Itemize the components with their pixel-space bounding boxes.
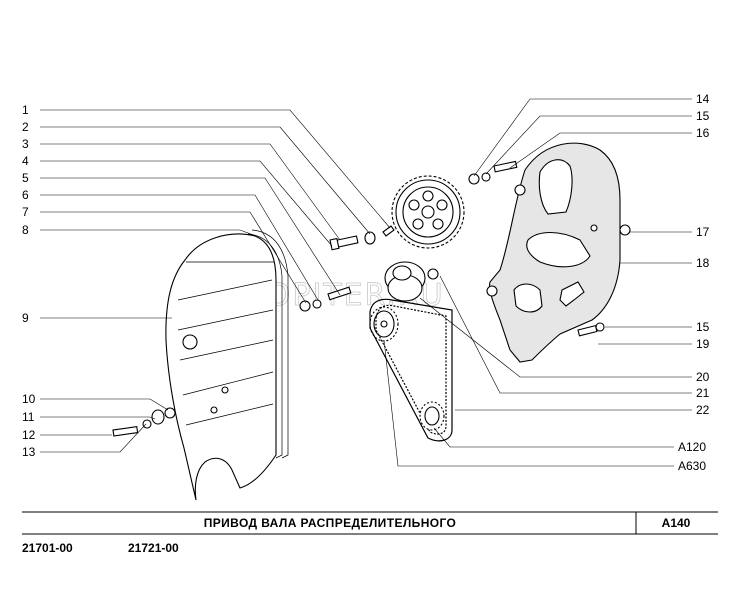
crankshaft-pulley — [369, 306, 399, 342]
callout-7: 7 — [22, 205, 29, 219]
callout-5: 5 — [22, 171, 29, 185]
callout-14: 14 — [696, 92, 710, 106]
callout-6: 6 — [22, 188, 29, 202]
callout-2: 2 — [22, 120, 29, 134]
leader-lines-left — [40, 109, 391, 453]
page-title: ПРИВОД ВАЛА РАСПРЕДЕЛИТЕЛЬНОГО — [204, 516, 457, 530]
camshaft-pulley — [391, 175, 465, 249]
callout-8: 8 — [22, 223, 29, 237]
idler-roller — [419, 401, 445, 431]
callout-3: 3 — [22, 137, 29, 151]
front-timing-cover — [165, 229, 289, 501]
leader-lines-right — [383, 98, 692, 467]
model-code-1: 21701-00 — [22, 541, 73, 555]
callout-16: 16 — [696, 126, 710, 140]
callout-12: 12 — [22, 428, 36, 442]
callout-21: 21 — [696, 386, 710, 400]
callout-15b: 15 — [696, 320, 710, 334]
title-block: ПРИВОД ВАЛА РАСПРЕДЕЛИТЕЛЬНОГО A140 2170… — [22, 511, 718, 555]
callout-18: 18 — [696, 256, 710, 270]
tensioner-roller — [384, 261, 439, 302]
section-code: A140 — [662, 516, 691, 530]
callout-9: 9 — [22, 311, 29, 325]
callout-1: 1 — [22, 103, 29, 117]
callout-22: 22 — [696, 403, 710, 417]
callout-17: 17 — [696, 225, 710, 239]
callout-A120: A120 — [678, 440, 706, 454]
lower-cover-fasteners — [112, 407, 176, 437]
model-code-2: 21721-00 — [128, 541, 179, 555]
rear-timing-cover — [486, 142, 621, 363]
callout-labels-left: 1 2 3 4 5 6 7 8 9 10 11 12 13 — [22, 103, 36, 459]
callout-13: 13 — [22, 445, 36, 459]
rear-cover-fasteners — [468, 160, 631, 337]
callout-A630: A630 — [678, 459, 706, 473]
timing-belt — [369, 298, 453, 442]
callout-20: 20 — [696, 370, 710, 384]
callout-4: 4 — [22, 154, 29, 168]
callout-15: 15 — [696, 109, 710, 123]
callout-labels-right: 14 15 16 17 18 15 19 20 21 22 A120 A630 — [678, 92, 710, 473]
callout-11: 11 — [22, 410, 35, 424]
callout-19: 19 — [696, 337, 710, 351]
callout-10: 10 — [22, 392, 36, 406]
camshaft-pulley-bolt — [329, 225, 395, 251]
